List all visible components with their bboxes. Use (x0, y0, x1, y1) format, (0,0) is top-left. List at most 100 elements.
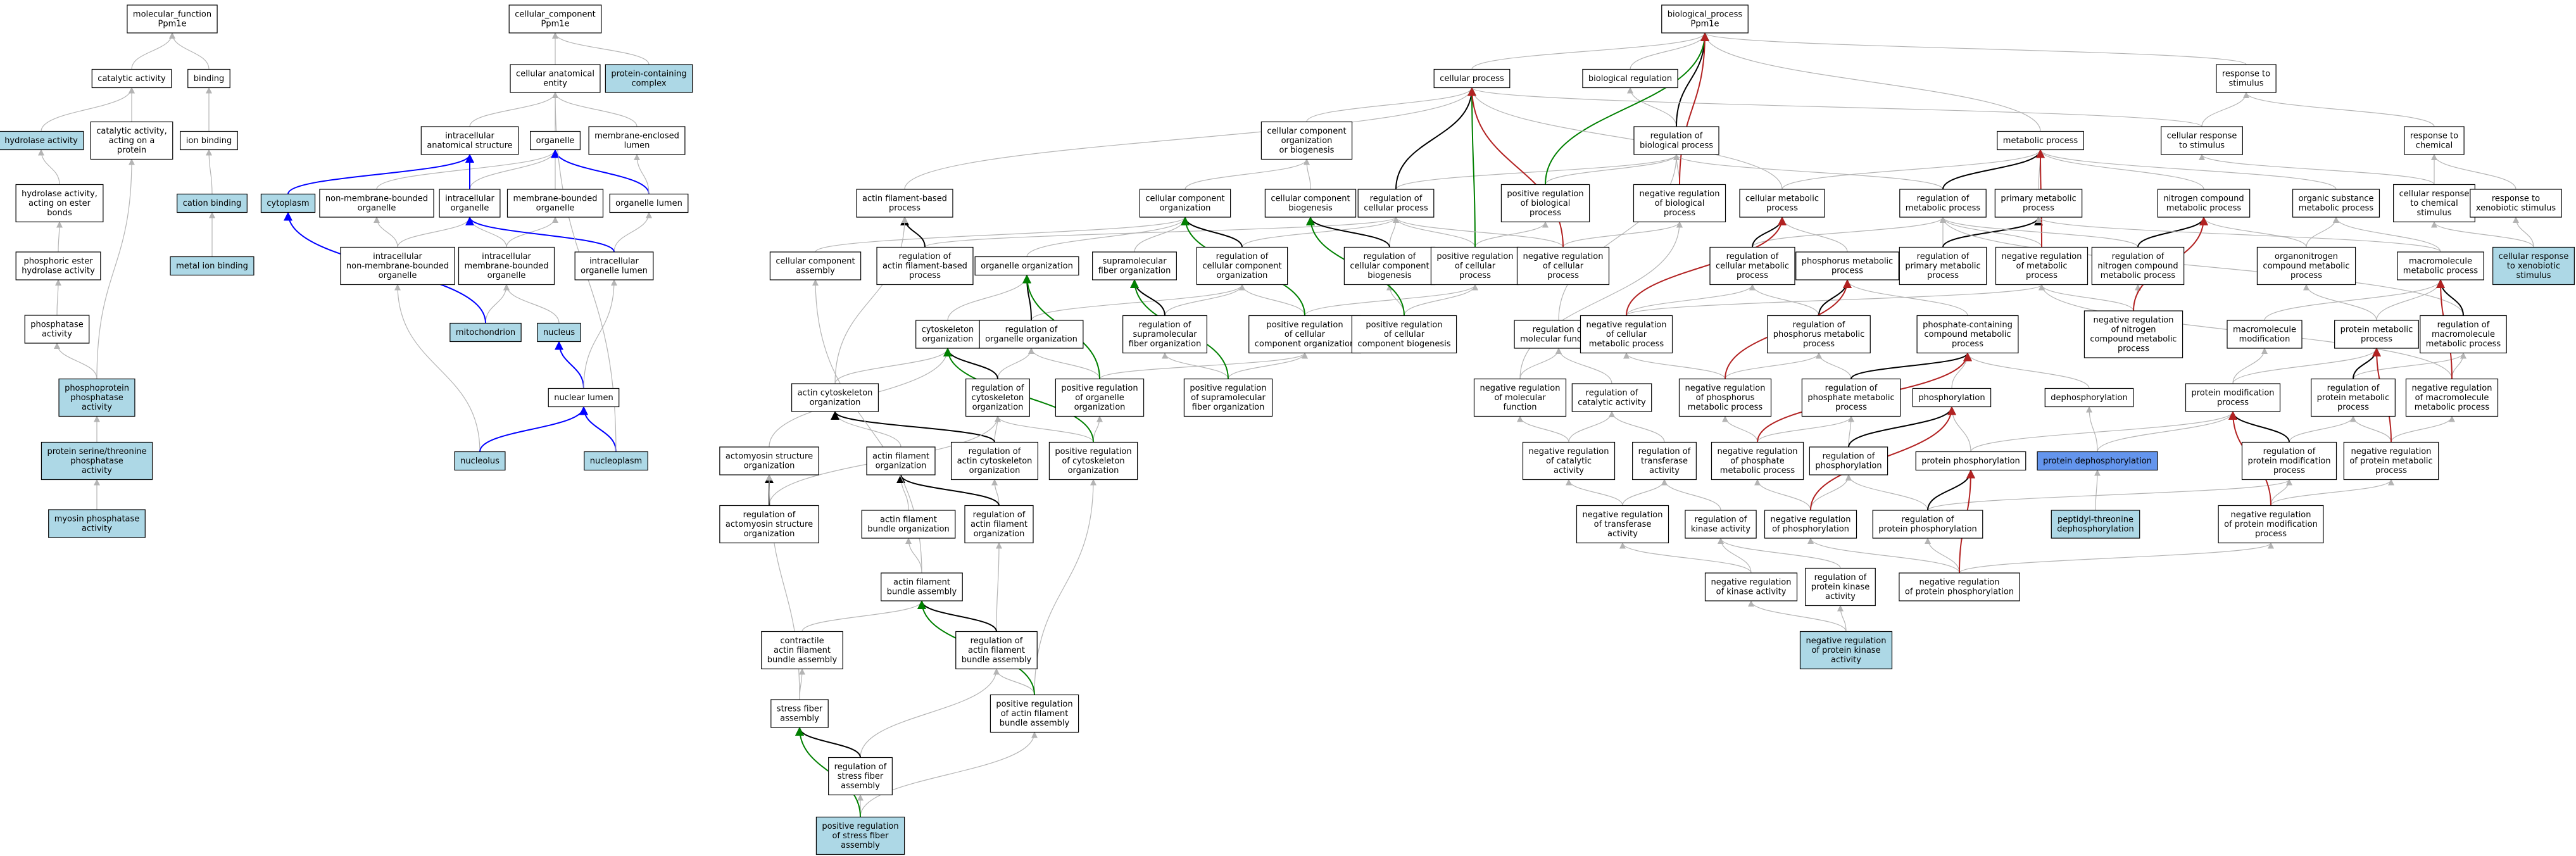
go-term-node-cationb[interactable]: cation binding (177, 193, 248, 213)
go-term-node-ionb[interactable]: ion binding (180, 130, 238, 151)
go-term-node-pphos[interactable]: protein phosphorylation (1915, 451, 2026, 471)
go-term-node-ol[interactable]: organelle lumen (609, 193, 689, 213)
go-term-node-org[interactable]: organelle (530, 130, 581, 151)
go-term-node-oo[interactable]: organelle organization (974, 256, 1079, 276)
go-term-node-nl[interactable]: nuclear lumen (548, 387, 620, 408)
go-term-node-inmbo[interactable]: intracellularnon-membrane-boundedorganel… (340, 246, 455, 286)
go-term-node-mp[interactable]: metabolic process (1997, 130, 2084, 151)
go-term-node-dephos[interactable]: dephosphorylation (2044, 387, 2134, 408)
go-term-node-bind[interactable]: binding (187, 68, 230, 89)
go-term-node-phosphorylation[interactable]: phosphorylation (1912, 387, 1992, 408)
go-term-node-pstp[interactable]: protein serine/threoninephosphataseactiv… (41, 441, 153, 481)
go-term-node-hyd[interactable]: hydrolase activity (0, 130, 84, 151)
go-term-node-cat[interactable]: catalytic activity (91, 68, 172, 89)
go-term-node-cp[interactable]: cellular process (1433, 68, 1511, 89)
go-term-node-nucleolus[interactable]: nucleolus (454, 451, 506, 471)
